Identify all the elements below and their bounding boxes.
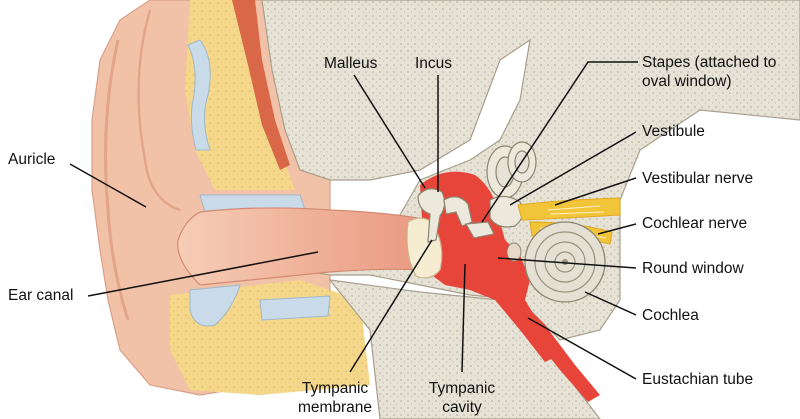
leader-lines <box>69 61 638 380</box>
leader-cochlea <box>584 291 637 316</box>
eustachian-tube-shape <box>512 300 600 402</box>
label-vestibule: Vestibule <box>642 123 705 140</box>
leader-malleus <box>353 74 426 189</box>
label-tympanic-cavity-line2: cavity <box>442 399 482 416</box>
upper-fat <box>185 0 295 190</box>
label-cochlear-nerve: Cochlear nerve <box>642 215 748 232</box>
label-tympanic-cavity-line1: Tympanic <box>428 380 496 397</box>
ear-canal-shape <box>177 207 421 286</box>
malleus-shape <box>417 188 446 243</box>
label-stapes-line2: oval window) <box>642 73 732 90</box>
stapes-shape <box>465 221 495 239</box>
label-tympanic-membrane-line1: Tympanic <box>301 380 369 397</box>
round-window-shape <box>506 242 522 262</box>
label-stapes-line1: Stapes (attached to <box>642 54 777 71</box>
leader-tympanic-membrane <box>349 239 433 373</box>
label-ear-canal: Ear canal <box>8 287 74 304</box>
cochlea-shape <box>524 221 606 303</box>
leader-cochlear-nerve <box>597 223 637 235</box>
leader-tympanic-cavity <box>461 263 466 373</box>
leader-auricle <box>69 163 147 208</box>
leader-vestibule <box>509 131 637 206</box>
leader-round-window <box>497 257 637 269</box>
muscle-strip <box>232 0 290 170</box>
label-cochlea: Cochlea <box>642 307 699 324</box>
label-incus: Incus <box>415 55 453 72</box>
incus-shape <box>443 196 473 227</box>
label-malleus: Malleus <box>324 55 378 72</box>
leader-vestibular-nerve <box>554 177 637 206</box>
label-eustachian-tube: Eustachian tube <box>642 371 754 388</box>
label-tympanic-membrane-line2: membrane <box>297 399 373 416</box>
leader-stapes <box>481 61 638 223</box>
leader-eustachian-tube <box>527 317 637 380</box>
label-vestibular-nerve: Vestibular nerve <box>642 170 754 187</box>
label-round-window: Round window <box>642 260 744 277</box>
leader-ear-canal <box>87 251 319 297</box>
label-auricle: Auricle <box>8 151 56 168</box>
